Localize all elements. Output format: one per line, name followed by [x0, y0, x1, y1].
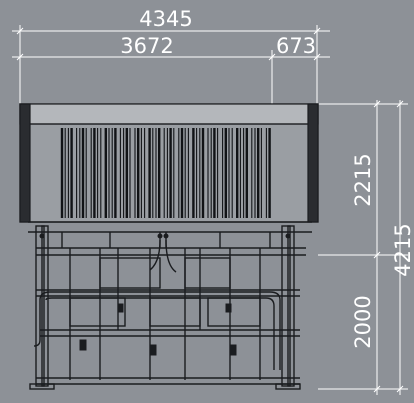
dim-upper-height: 2215	[351, 153, 375, 206]
upper-housing	[19, 103, 319, 223]
dim-overall-width: 4345	[139, 7, 192, 31]
dim-main-width: 3672	[120, 34, 173, 58]
dimension-lines	[12, 25, 408, 395]
dim-total-height: 4215	[391, 223, 414, 276]
filter-slats	[60, 128, 271, 218]
dim-lower-height: 2000	[351, 295, 375, 348]
frame-details	[39, 233, 291, 356]
dim-side-width: 673	[276, 34, 316, 58]
lower-frame	[28, 221, 312, 390]
